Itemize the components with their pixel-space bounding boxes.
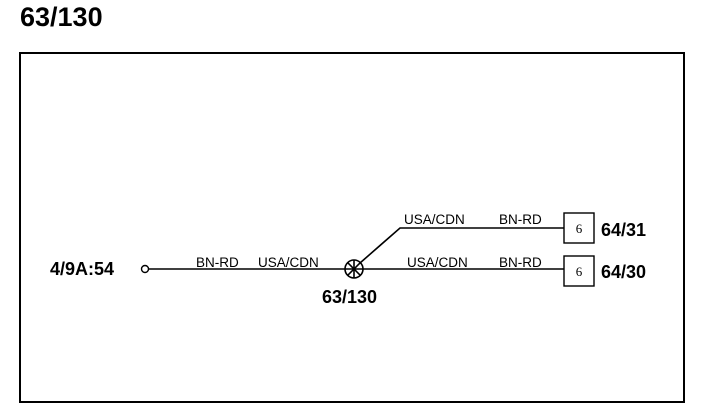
- wire-upper-color-code: BN-RD: [499, 212, 542, 227]
- wire-splice-to-64-31[interactable]: [359, 227, 564, 264]
- wire-left-color-code: BN-RD: [196, 255, 239, 270]
- wire-upper-market: USA/CDN: [404, 212, 465, 227]
- wire-left-market: USA/CDN: [258, 255, 319, 270]
- wire-lower-market: USA/CDN: [407, 255, 468, 270]
- wire-lower-color-code: BN-RD: [499, 255, 542, 270]
- connector-64-30-box[interactable]: [563, 255, 595, 287]
- splice-icon[interactable]: [344, 259, 364, 279]
- diagram-frame: [19, 52, 685, 403]
- connector-64-31-label: 64/31: [601, 220, 646, 240]
- connector-64-30-label: 64/30: [601, 262, 646, 282]
- page-title: 63/130: [20, 2, 103, 32]
- connector-64-31-box[interactable]: [563, 212, 595, 244]
- left-connector-label: 4/9A:54: [50, 259, 114, 279]
- connector-64-31-pin: 6: [576, 221, 583, 236]
- splice-label: 63/130: [322, 287, 377, 307]
- left-terminal-icon[interactable]: [140, 264, 150, 274]
- connector-64-30-pin: 6: [576, 264, 583, 279]
